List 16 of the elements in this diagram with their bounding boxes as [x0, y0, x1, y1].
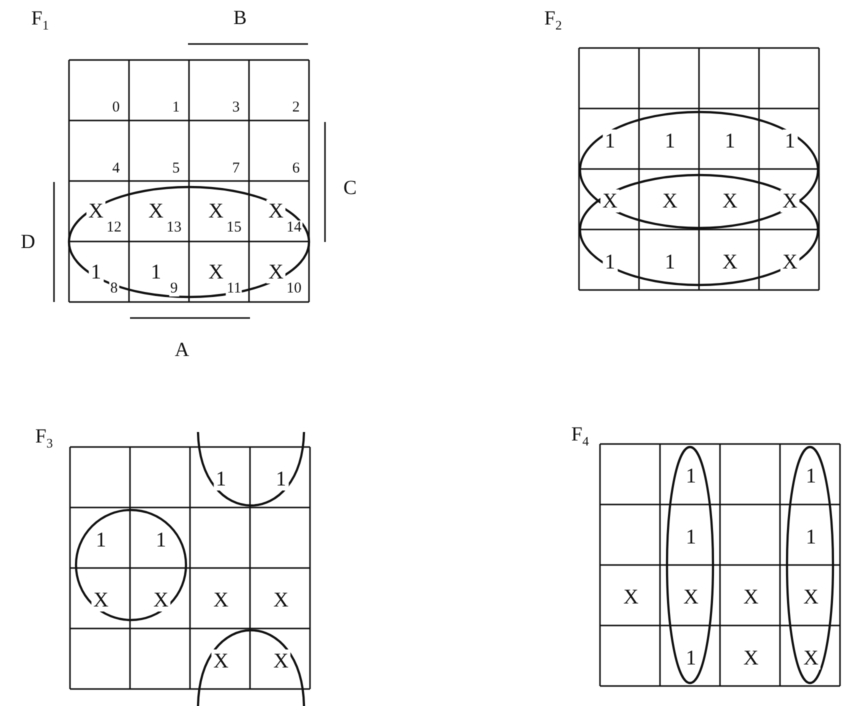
cell-number: 5 — [171, 161, 181, 176]
cell-number: 8 — [109, 281, 119, 296]
cell-value: X — [600, 190, 620, 212]
cell-number: 6 — [291, 161, 301, 176]
cell-number: 11 — [226, 281, 242, 296]
map-title: F$_{4}$ — [571, 424, 589, 448]
map-title: F$_{3}$ — [35, 426, 53, 450]
cell-number: 9 — [169, 281, 179, 296]
cell-value: X — [780, 190, 800, 212]
variable-label: D — [20, 232, 36, 252]
map-title: F$_{2}$ — [544, 8, 562, 32]
variable-label: B — [233, 8, 247, 28]
variable-label: C — [343, 178, 357, 198]
cell-number: 10 — [286, 281, 302, 296]
map-title: F$_{1}$ — [31, 8, 49, 32]
variable-label: A — [174, 340, 190, 360]
